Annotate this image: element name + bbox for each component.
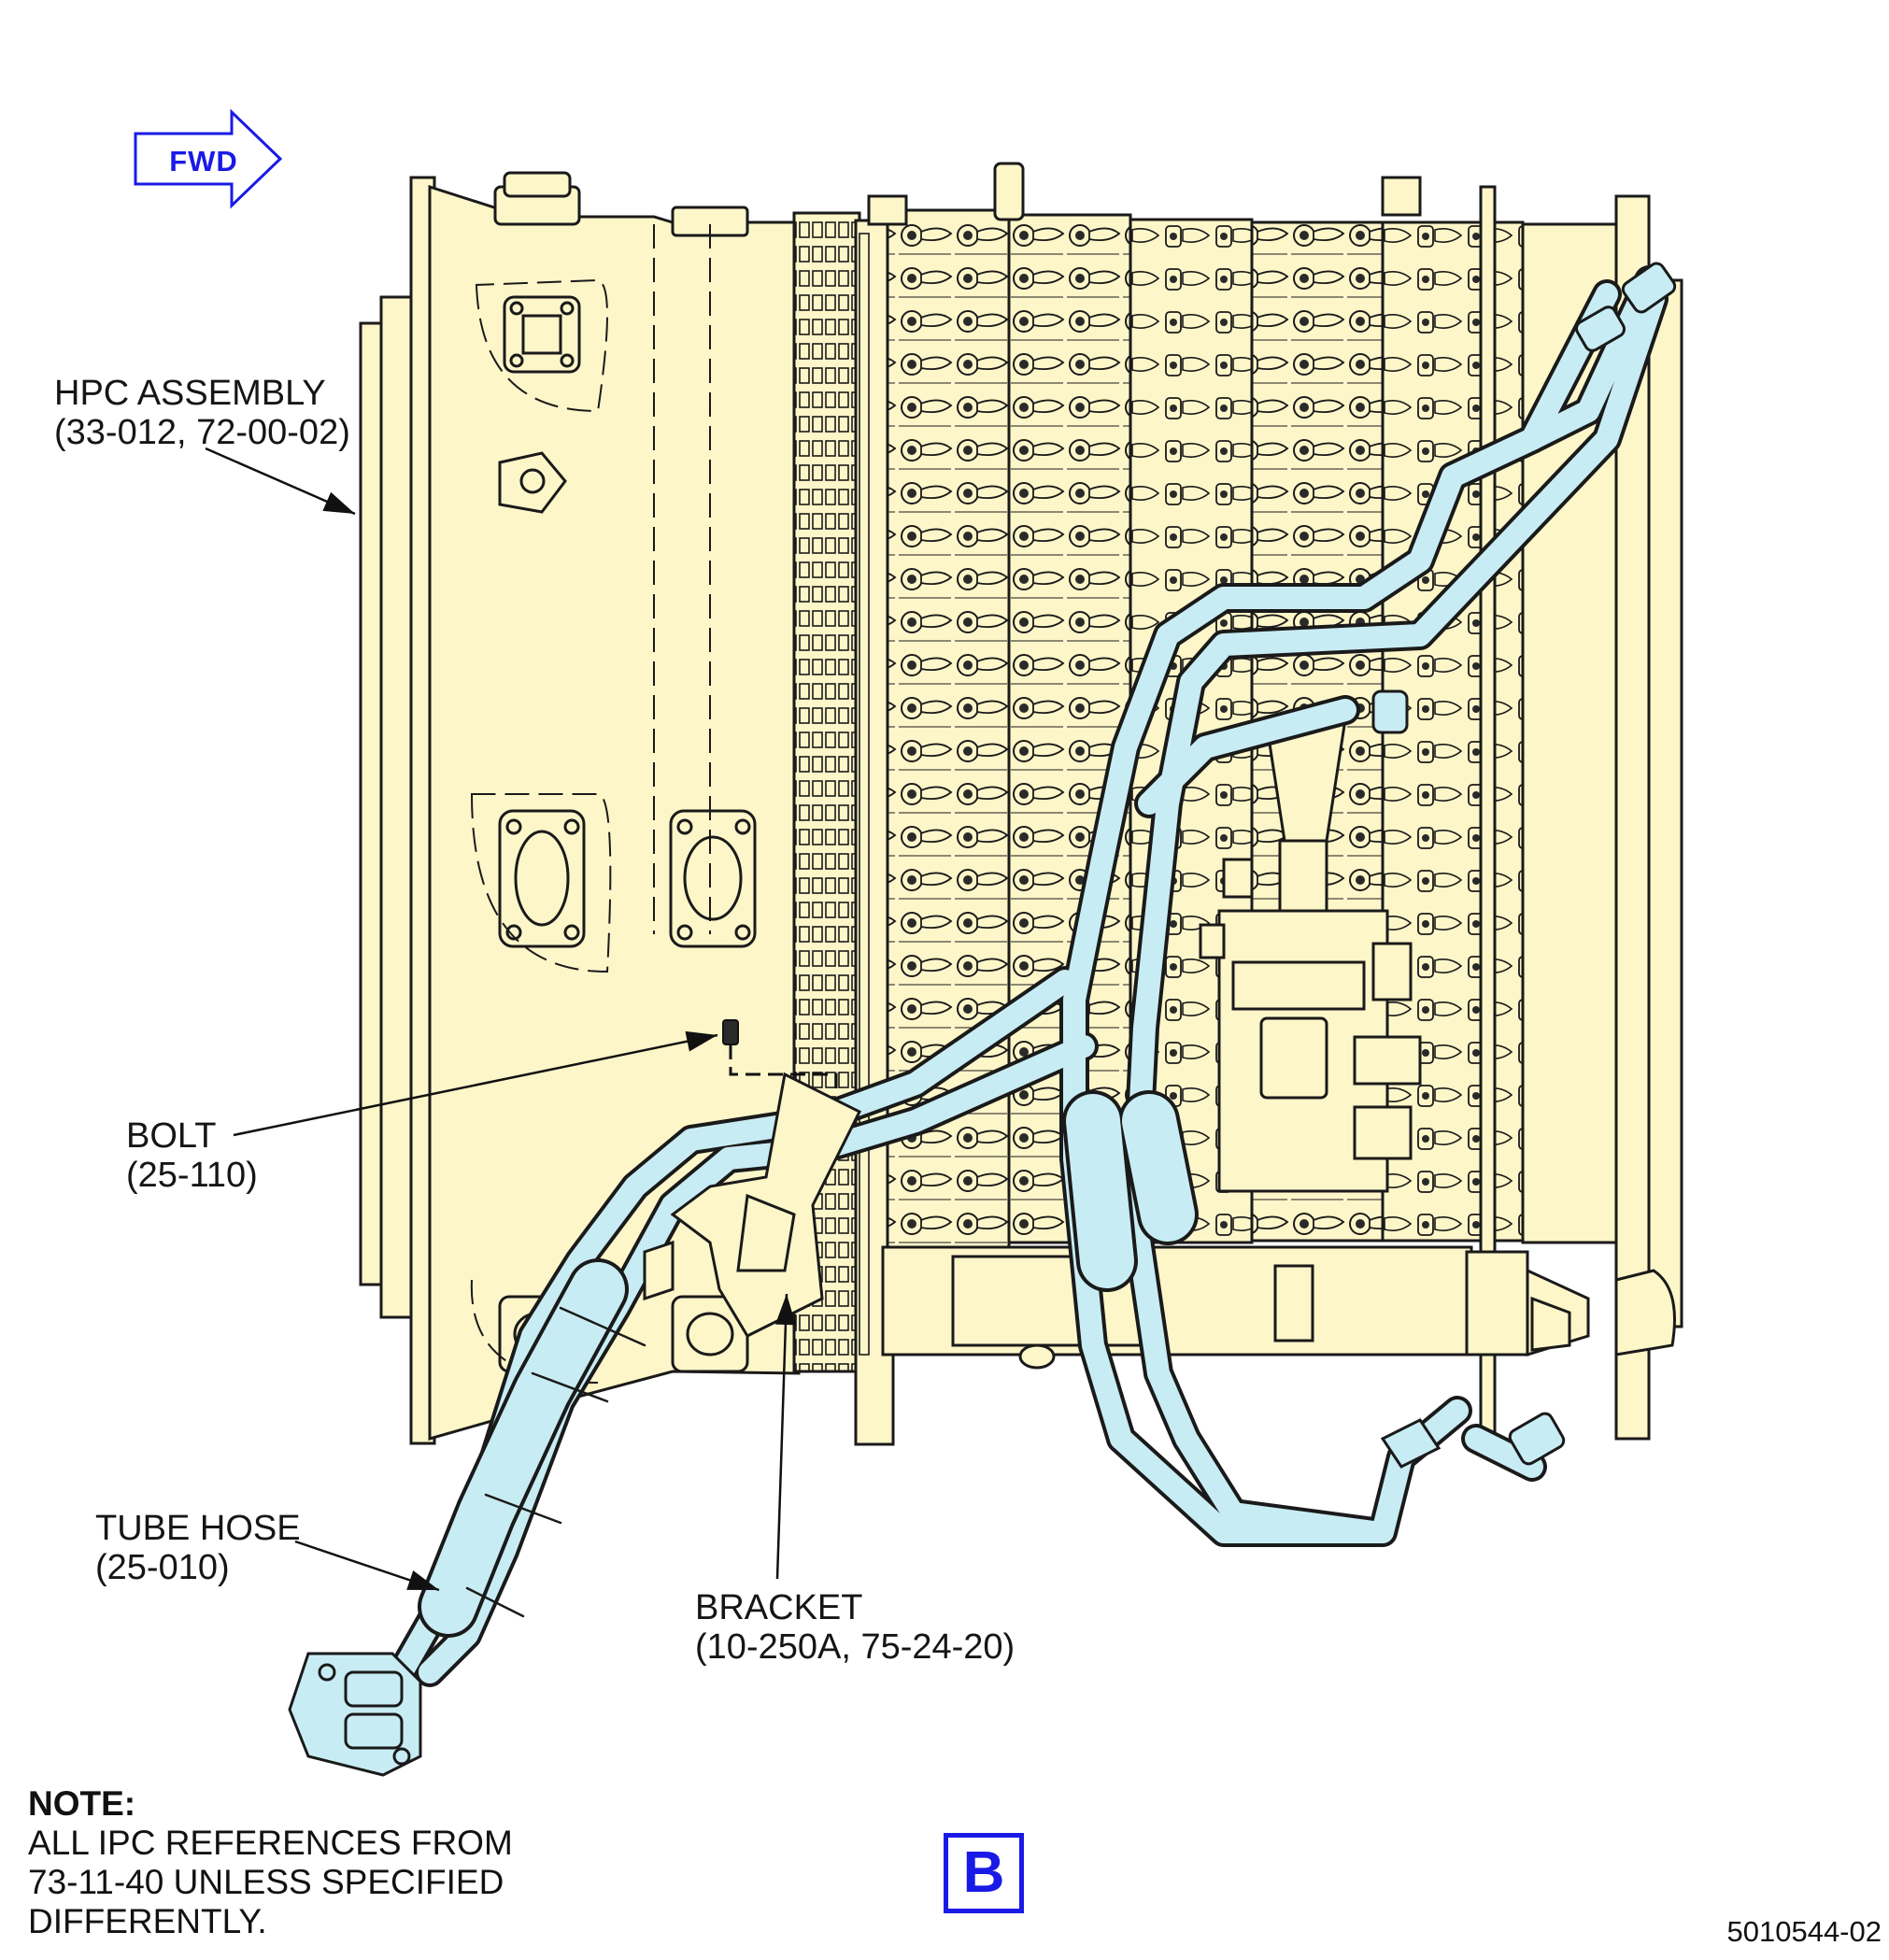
tube-fittings [288,262,1677,1777]
callout-hpc-assembly-name: HPC ASSEMBLY [54,374,326,413]
callout-tube-hose-ref: (25-010) [95,1548,230,1587]
callout-hpc-assembly-ref: (33-012, 72-00-02) [54,413,350,452]
note-line: DIFFERENTLY. [28,1902,267,1940]
callout-tube-hose-name: TUBE HOSE [95,1509,301,1548]
dashed-outlines [470,224,711,1384]
note-heading: NOTE: [28,1784,136,1823]
note-line: 73-11-40 UNLESS SPECIFIED [28,1863,504,1901]
ipc-note: NOTE: ALL IPC REFERENCES FROM 73-11-40 U… [28,1784,513,1941]
forward-label: FWD [169,145,238,178]
tube-hoses [387,265,1669,1687]
forward-arrow-icon [134,108,283,209]
rear-band [881,1245,1676,1370]
figure-number: 5010544-02 [1726,1915,1882,1948]
callout-bracket-ref: (10-250A, 75-24-20) [695,1627,1016,1667]
callout-leaders [205,447,796,1592]
bolt-icon [722,1019,838,1088]
view-label-b: B [944,1833,1024,1913]
callout-bolt: BOLT (25-110) [126,1116,258,1195]
callout-tube-hose: TUBE HOSE (25-010) [95,1509,301,1587]
callout-bolt-ref: (25-110) [126,1156,258,1195]
callout-bracket: BRACKET (10-250A, 75-24-20) [695,1588,1015,1667]
bracket [643,1072,862,1338]
callout-bracket-name: BRACKET [695,1588,863,1627]
control-unit [1199,717,1422,1342]
note-line: ALL IPC REFERENCES FROM [28,1824,513,1862]
callout-bolt-name: BOLT [126,1116,217,1156]
callout-hpc-assembly: HPC ASSEMBLY (33-012, 72-00-02) [54,374,350,452]
